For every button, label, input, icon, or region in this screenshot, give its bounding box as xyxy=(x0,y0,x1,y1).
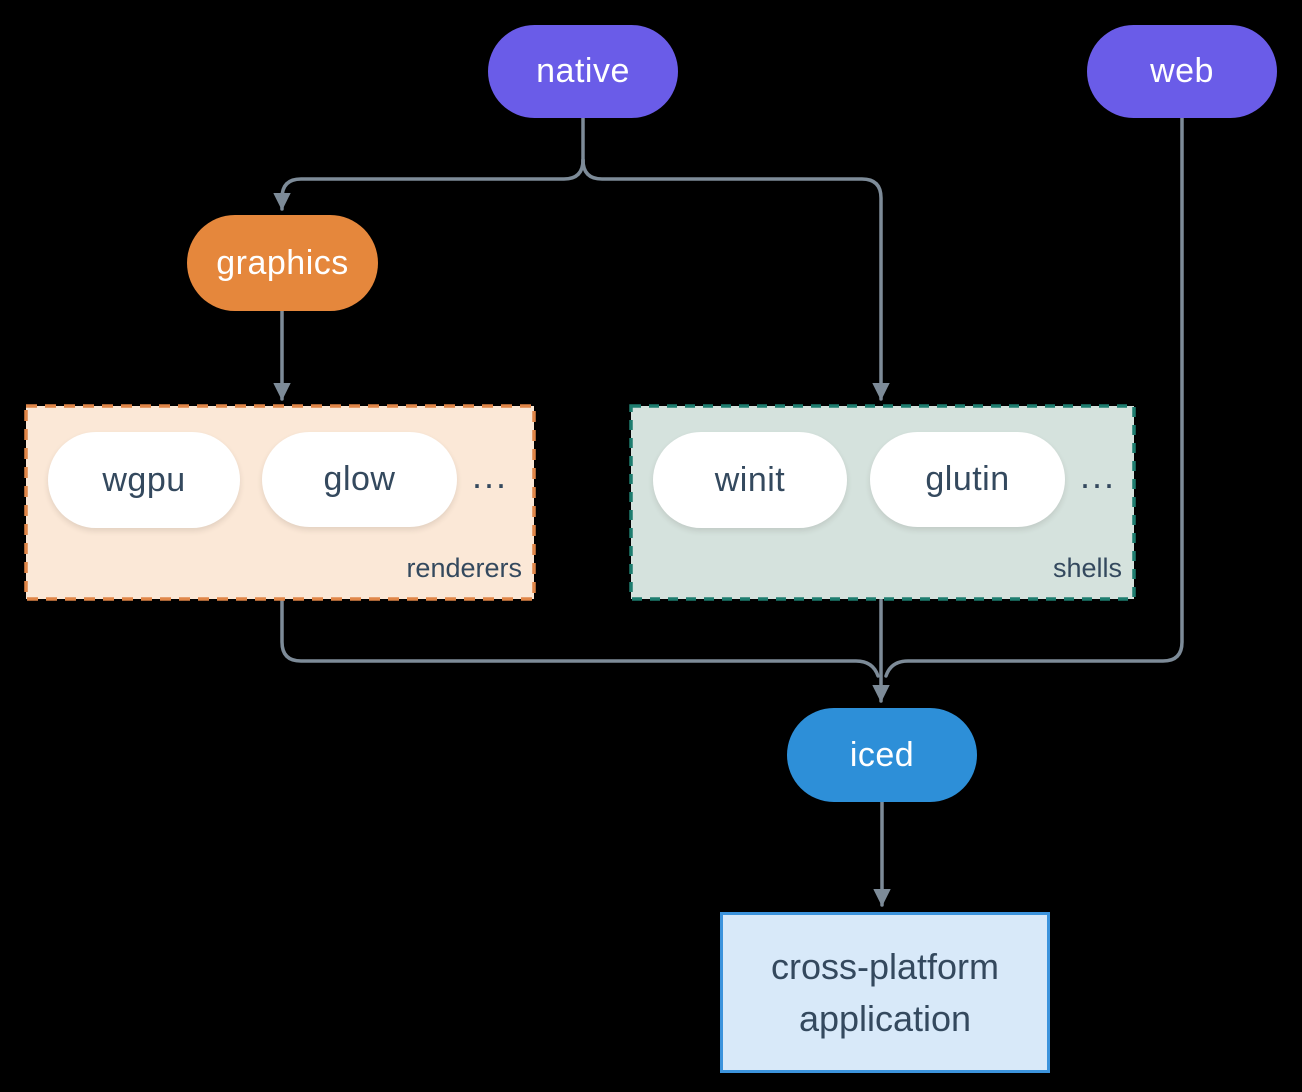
edge-native-shells xyxy=(581,158,890,401)
node-wgpu-label: wgpu xyxy=(102,460,186,499)
renderers-group-label: renderers xyxy=(406,553,522,583)
node-native: native xyxy=(488,25,678,118)
shells-group-label: shells xyxy=(1052,553,1122,583)
edge-renderers-merge xyxy=(280,598,880,678)
node-glow: glow xyxy=(262,432,457,527)
renderers-ellipsis: ... xyxy=(472,455,509,496)
node-iced-label: iced xyxy=(849,735,915,774)
node-wgpu: wgpu xyxy=(48,432,240,528)
node-winit: winit xyxy=(653,432,847,528)
application-label-line1: cross-platform xyxy=(770,945,1000,987)
edge-native-graphics xyxy=(273,158,585,211)
node-graphics-label: graphics xyxy=(216,243,349,282)
edge-web-merge xyxy=(884,116,1184,678)
node-glutin-label: glutin xyxy=(925,460,1010,498)
node-iced: iced xyxy=(787,708,977,802)
node-native-label: native xyxy=(536,52,630,90)
node-winit-label: winit xyxy=(714,460,786,499)
node-web-label: web xyxy=(1150,52,1214,90)
node-graphics: graphics xyxy=(187,215,378,311)
node-web: web xyxy=(1087,25,1277,118)
node-application: cross-platform application xyxy=(720,912,1050,1073)
shells-ellipsis: ... xyxy=(1080,455,1117,496)
application-label-line2: application xyxy=(798,997,972,1039)
node-glow-label: glow xyxy=(323,460,396,498)
node-glutin: glutin xyxy=(870,432,1065,527)
